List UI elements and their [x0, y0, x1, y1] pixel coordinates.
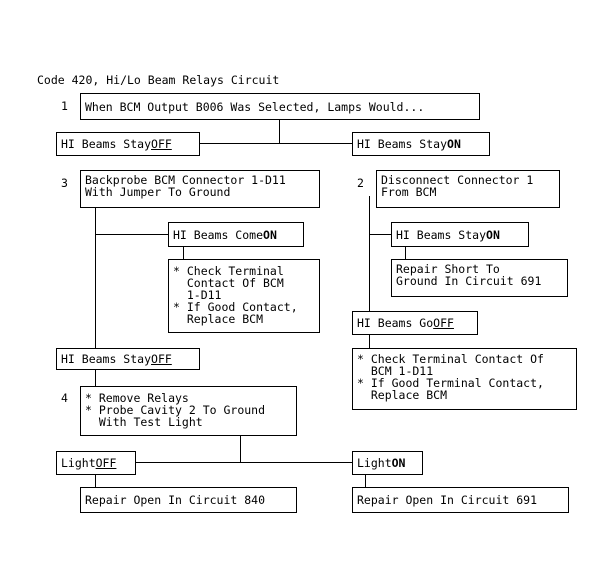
- check-terminal-box-right: * Check Terminal Contact Of BCM 1-D11 * …: [352, 348, 577, 410]
- connector-line: [136, 462, 352, 463]
- connector-line: [95, 208, 96, 348]
- connector-line: [200, 143, 352, 144]
- outcome-label: HI Beams Come: [173, 227, 264, 242]
- outcome-hi-beams-stay-on: HI Beams Stay ON: [352, 132, 490, 156]
- connector-line: [95, 234, 168, 235]
- outcome-value: ON: [447, 137, 461, 151]
- connector-line: [405, 247, 406, 259]
- connector-line: [95, 475, 96, 487]
- outcome-label: HI Beams Stay: [396, 227, 487, 242]
- outcome-hi-beams-stay-off: HI Beams Stay OFF: [56, 132, 200, 156]
- repair-text: Repair Open In Circuit 840: [85, 493, 266, 507]
- repair-short-box: Repair Short To Ground In Circuit 691: [391, 259, 568, 297]
- step-number-1: 1: [61, 99, 68, 113]
- outcome-label: HI Beams Stay: [61, 352, 152, 366]
- diagram-title: Code 420, Hi/Lo Beam Relays Circuit: [37, 73, 280, 87]
- step-number-4: 4: [61, 391, 68, 405]
- outcome-hi-beams-stay-off-step3: HI Beams Stay OFF: [56, 348, 200, 370]
- outcome-value: ON: [391, 456, 406, 470]
- repair-open-840-box: Repair Open In Circuit 840: [80, 487, 297, 513]
- step-2-box: Disconnect Connector 1 From BCM: [376, 170, 560, 208]
- repair-open-691-box: Repair Open In Circuit 691: [352, 487, 569, 513]
- outcome-hi-beams-come-on: HI Beams Come ON: [168, 222, 304, 247]
- check-terminal-box-left: * Check Terminal Contact Of BCM 1-D11 * …: [168, 259, 320, 333]
- step-4-box: * Remove Relays * Probe Cavity 2 To Grou…: [80, 386, 297, 436]
- outcome-value: OFF: [151, 352, 172, 366]
- outcome-hi-beams-stay-on-step2: HI Beams Stay ON: [391, 222, 529, 247]
- connector-line: [369, 234, 391, 235]
- outcome-label: HI Beams Go: [357, 316, 434, 330]
- outcome-value: ON: [263, 227, 277, 242]
- outcome-value: OFF: [433, 316, 454, 330]
- step-number-3: 3: [61, 176, 68, 190]
- connector-line: [183, 247, 184, 259]
- question-text: When BCM Output B006 Was Selected, Lamps…: [85, 99, 425, 114]
- connector-line: [95, 370, 96, 386]
- outcome-light-on: Light ON: [352, 451, 423, 475]
- outcome-label: HI Beams Stay: [61, 137, 152, 151]
- outcome-value: OFF: [151, 137, 172, 151]
- connector-line: [279, 120, 280, 144]
- outcome-label: Light: [61, 456, 96, 470]
- outcome-value: ON: [486, 227, 500, 242]
- connector-line: [240, 436, 241, 463]
- repair-text: Repair Open In Circuit 691: [357, 493, 538, 507]
- outcome-hi-beams-go-off: HI Beams Go OFF: [352, 311, 478, 335]
- question-box-1: When BCM Output B006 Was Selected, Lamps…: [80, 93, 480, 120]
- connector-line: [365, 475, 366, 487]
- connector-line: [369, 335, 370, 348]
- outcome-label: HI Beams Stay: [357, 137, 448, 151]
- outcome-value: OFF: [95, 456, 117, 470]
- connector-line: [369, 196, 370, 311]
- outcome-label: Light: [357, 456, 392, 470]
- step-number-2: 2: [357, 176, 364, 190]
- step-3-box: Backprobe BCM Connector 1-D11 With Jumpe…: [80, 170, 320, 208]
- outcome-light-off: Light OFF: [56, 451, 136, 475]
